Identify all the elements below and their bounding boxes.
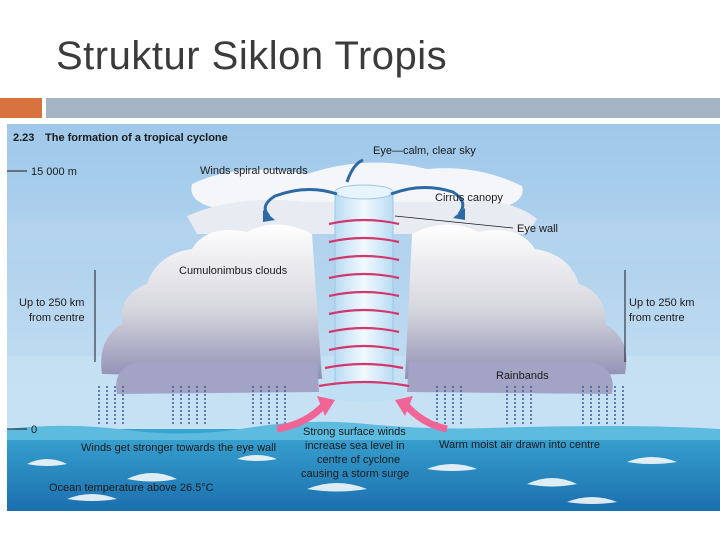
eye-column-top [334, 184, 394, 200]
cyclone-diagram: 2.23 The formation of a tropical cyclone… [7, 124, 720, 511]
winds-spiral-label: Winds spiral outwards [200, 165, 308, 177]
cloud-base-right [407, 362, 613, 394]
surface-winds-line2: increase sea level in [305, 440, 405, 452]
ocean-temperature-label: Ocean temperature above 26.5°C [49, 482, 214, 494]
winds-stronger-label: Winds get stronger towards the eye wall [81, 442, 276, 454]
height-top-label: 15 000 m [31, 166, 77, 178]
surface-winds-line1: Strong surface winds [303, 426, 406, 438]
height-zero-label: 0 [31, 424, 37, 436]
outflow-arrowhead-right [453, 208, 465, 220]
figure-heading: The formation of a tropical cyclone [45, 132, 228, 144]
inflow-arrowhead-right [395, 396, 413, 416]
surface-winds-line3: centre of cyclone [317, 454, 400, 466]
wave-crests [27, 455, 677, 504]
accent-bar-orange [0, 98, 42, 118]
eye-wall-spiral [318, 218, 410, 388]
accent-bar-gray [46, 98, 720, 118]
cyclone-diagram-svg: 2.23 The formation of a tropical cyclone… [7, 124, 720, 511]
right-distance-line2: from centre [629, 312, 685, 324]
cloud-base-left [116, 362, 320, 394]
left-distance-line1: Up to 250 km [19, 297, 84, 309]
eye-wall-label: Eye wall [517, 223, 558, 235]
ocean [7, 429, 720, 511]
warm-air-label: Warm moist air drawn into centre [439, 439, 600, 451]
outflow-arrowhead-left [263, 210, 275, 222]
right-distance-line1: Up to 250 km [629, 297, 694, 309]
cirrus-canopy-label: Cirrus canopy [435, 192, 503, 204]
rainbands-label: Rainbands [496, 370, 549, 382]
cumulonimbus-right [405, 224, 627, 379]
cumulonimbus-left [101, 224, 323, 379]
eye-column-base [322, 382, 406, 402]
figure-number: 2.23 [13, 132, 34, 144]
inflow-arrowhead-left [317, 396, 335, 416]
eye-wall-leader [394, 215, 514, 229]
outflow-arrows [263, 158, 465, 218]
slide-title: Struktur Siklon Tropis [56, 34, 448, 78]
ocean-surface [7, 421, 720, 440]
surface-winds-line4: causing a storm surge [301, 468, 409, 480]
eye-label: Eye—calm, clear sky [373, 145, 476, 157]
cumulonimbus-label: Cumulonimbus clouds [179, 265, 288, 277]
left-distance-line2: from centre [29, 312, 85, 324]
